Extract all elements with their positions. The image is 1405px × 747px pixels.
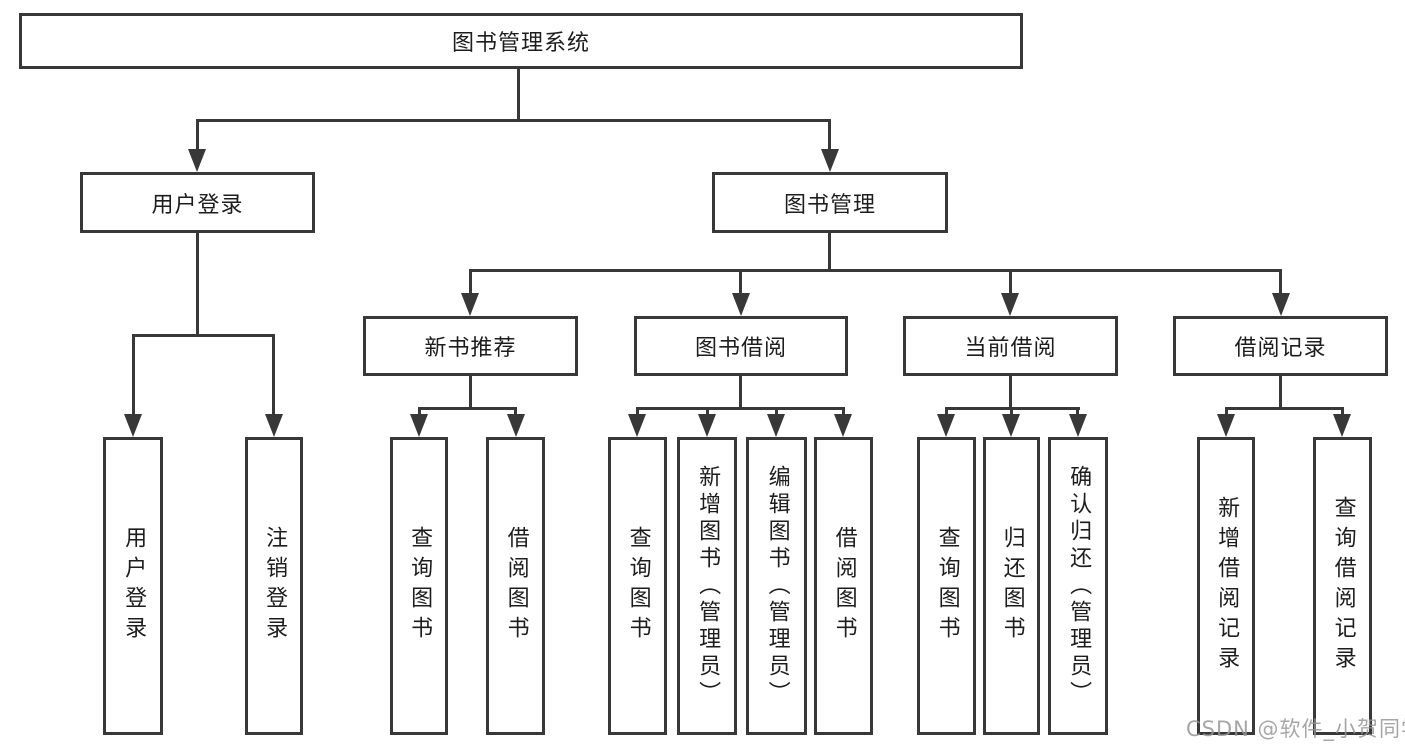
connector-drop-leaf bbox=[1225, 407, 1228, 416]
connector-book-borrow-stem bbox=[739, 376, 742, 409]
arrowhead-icon bbox=[628, 414, 646, 437]
connector-drop-leaf bbox=[418, 407, 421, 416]
connector-level2-rail bbox=[469, 269, 1282, 272]
node-label: 新增借阅记录 bbox=[1214, 496, 1240, 676]
leaf-newbook-borrow-books: 借阅图书 bbox=[486, 437, 545, 735]
node-label: 编辑图书（管理员） bbox=[764, 464, 790, 708]
arrowhead-icon bbox=[698, 414, 716, 437]
node-label: 注销登录 bbox=[262, 526, 288, 646]
leaf-borrowing-borrow-books: 借阅图书 bbox=[814, 437, 873, 735]
connector-drop-leaf bbox=[706, 407, 709, 416]
node-label: 查询图书 bbox=[407, 526, 433, 646]
arrowhead-icon bbox=[188, 149, 206, 172]
leaf-newbook-query-books: 查询图书 bbox=[390, 437, 448, 735]
leaf-borrowing-edit-books-admin: 编辑图书（管理员） bbox=[746, 437, 807, 735]
leaf-user-login: 用户登录 bbox=[103, 437, 163, 735]
node-label: 查询图书 bbox=[934, 526, 960, 646]
arrowhead-icon bbox=[410, 414, 428, 437]
connector-drop-leaf bbox=[272, 334, 275, 416]
connector-drop-new-book bbox=[469, 269, 472, 296]
leaf-current-return-books: 归还图书 bbox=[983, 437, 1040, 735]
arrowhead-icon bbox=[124, 414, 142, 437]
node-label: 新书推荐 bbox=[424, 336, 517, 361]
connector-book-borrow-rail bbox=[636, 407, 844, 410]
leaf-records-query-borrow-record: 查询借阅记录 bbox=[1313, 437, 1372, 735]
connector-user-login-rail bbox=[132, 334, 275, 337]
connector-drop-leaf bbox=[132, 334, 135, 416]
arrowhead-icon bbox=[265, 414, 283, 437]
connector-new-book-rail bbox=[418, 407, 517, 410]
node-label: 查询借阅记录 bbox=[1330, 496, 1356, 676]
leaf-logout-login: 注销登录 bbox=[245, 437, 303, 735]
arrowhead-icon bbox=[507, 414, 525, 437]
arrowhead-icon bbox=[1272, 293, 1290, 316]
node-label: 当前借阅 bbox=[964, 336, 1057, 361]
connector-drop-leaf bbox=[636, 407, 639, 416]
connector-drop-book-management bbox=[828, 119, 831, 152]
arrowhead-icon bbox=[767, 414, 785, 437]
node-label: 借阅图书 bbox=[503, 526, 529, 646]
node-label: 图书管理系统 bbox=[451, 31, 590, 56]
connector-drop-leaf bbox=[775, 407, 778, 416]
arrowhead-icon bbox=[1217, 414, 1235, 437]
node-label: 借阅记录 bbox=[1234, 336, 1327, 361]
node-label: 用户登录 bbox=[151, 192, 244, 218]
csdn-watermark: CSDN @软件_小贺同学 bbox=[1186, 717, 1405, 741]
connector-drop-leaf bbox=[1076, 407, 1079, 416]
connector-root-stem bbox=[517, 69, 520, 121]
connector-borrow-records-stem bbox=[1279, 376, 1282, 409]
connector-drop-leaf bbox=[1341, 407, 1344, 416]
arrowhead-icon bbox=[461, 293, 479, 316]
node-label: 图书管理 bbox=[783, 192, 876, 218]
node-label: 归还图书 bbox=[999, 526, 1025, 646]
connector-drop-leaf bbox=[1010, 407, 1013, 416]
connector-borrow-records-rail bbox=[1225, 407, 1343, 410]
connector-user-login-stem bbox=[196, 233, 199, 336]
node-label: 确认归还（管理员） bbox=[1066, 464, 1092, 708]
connector-drop-borrow-records bbox=[1279, 269, 1282, 296]
node-label: 查询图书 bbox=[625, 526, 651, 646]
node-current-borrowing: 当前借阅 bbox=[903, 316, 1118, 376]
leaf-borrowing-query-books: 查询图书 bbox=[608, 437, 667, 735]
arrowhead-icon bbox=[834, 414, 852, 437]
connector-drop-user-login bbox=[196, 119, 199, 152]
node-label: 借阅图书 bbox=[831, 526, 857, 646]
connector-new-book-stem bbox=[469, 376, 472, 409]
leaf-current-confirm-return-admin: 确认归还（管理员） bbox=[1048, 437, 1108, 735]
connector-drop-book-borrow bbox=[739, 269, 742, 296]
node-book-borrowing: 图书借阅 bbox=[634, 316, 848, 376]
connector-drop-leaf bbox=[945, 407, 948, 416]
connector-current-borrow-stem bbox=[1009, 376, 1012, 409]
connector-drop-leaf bbox=[842, 407, 845, 416]
arrowhead-icon bbox=[1002, 414, 1020, 437]
node-new-book-recommendation: 新书推荐 bbox=[363, 316, 578, 376]
leaf-borrowing-add-books-admin: 新增图书（管理员） bbox=[677, 437, 737, 735]
connector-drop-leaf bbox=[514, 407, 517, 416]
node-label: 图书借阅 bbox=[694, 336, 787, 361]
arrowhead-icon bbox=[732, 293, 750, 316]
node-label: 新增图书（管理员） bbox=[695, 464, 721, 708]
node-label: 用户登录 bbox=[121, 526, 147, 646]
arrowhead-icon bbox=[937, 414, 955, 437]
connector-level1-rail bbox=[196, 119, 831, 122]
arrowhead-icon bbox=[1333, 414, 1351, 437]
node-book-management: 图书管理 bbox=[712, 172, 948, 233]
node-borrowing-records: 借阅记录 bbox=[1173, 316, 1388, 376]
arrowhead-icon bbox=[1069, 414, 1087, 437]
arrowhead-icon bbox=[1001, 293, 1019, 316]
leaf-current-query-books: 查询图书 bbox=[917, 437, 976, 735]
node-library-management-system: 图书管理系统 bbox=[19, 13, 1023, 69]
connector-drop-current-borrow bbox=[1009, 269, 1012, 296]
connector-book-management-stem bbox=[828, 233, 831, 272]
leaf-records-add-borrow-record: 新增借阅记录 bbox=[1197, 437, 1255, 735]
node-user-login: 用户登录 bbox=[80, 172, 315, 233]
arrowhead-icon bbox=[821, 149, 839, 172]
